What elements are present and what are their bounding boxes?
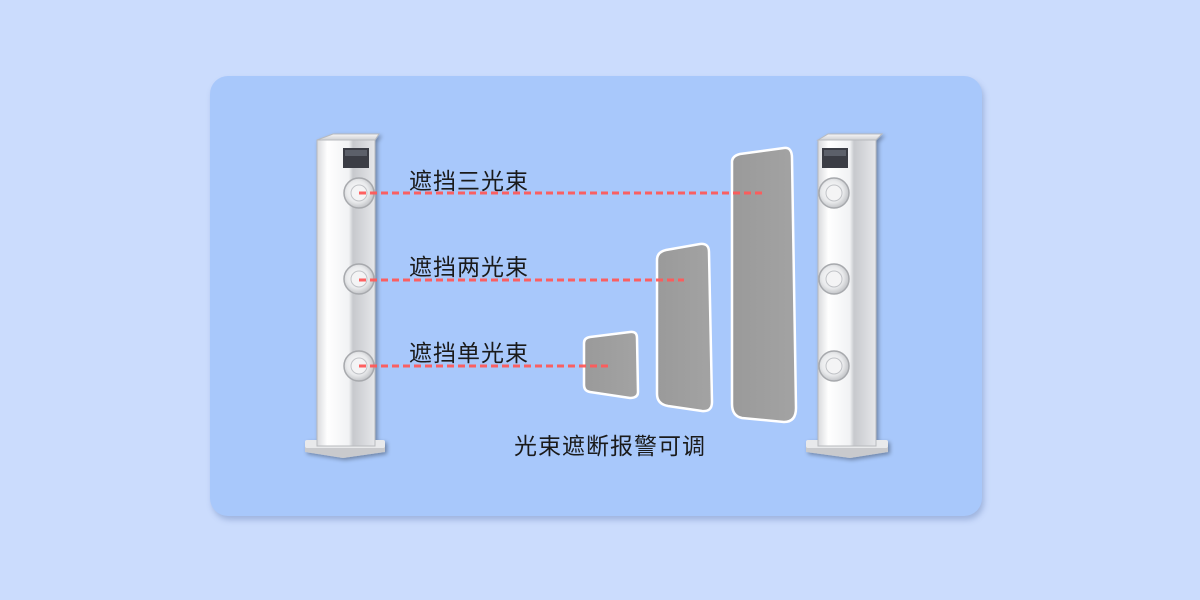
blocker-medium — [655, 242, 714, 413]
beam-lines — [359, 191, 762, 368]
label-block-three-beams: 遮挡三光束 — [409, 169, 529, 195]
label-block-one-beam: 遮挡单光束 — [409, 341, 529, 367]
caption-alarm-adjustable: 光束遮断报警可调 — [514, 434, 706, 460]
blocker-small — [582, 330, 640, 400]
blocker-large — [730, 146, 798, 424]
left-beam-post — [305, 133, 385, 458]
label-block-two-beams: 遮挡两光束 — [409, 255, 529, 281]
right-beam-post — [806, 133, 888, 458]
